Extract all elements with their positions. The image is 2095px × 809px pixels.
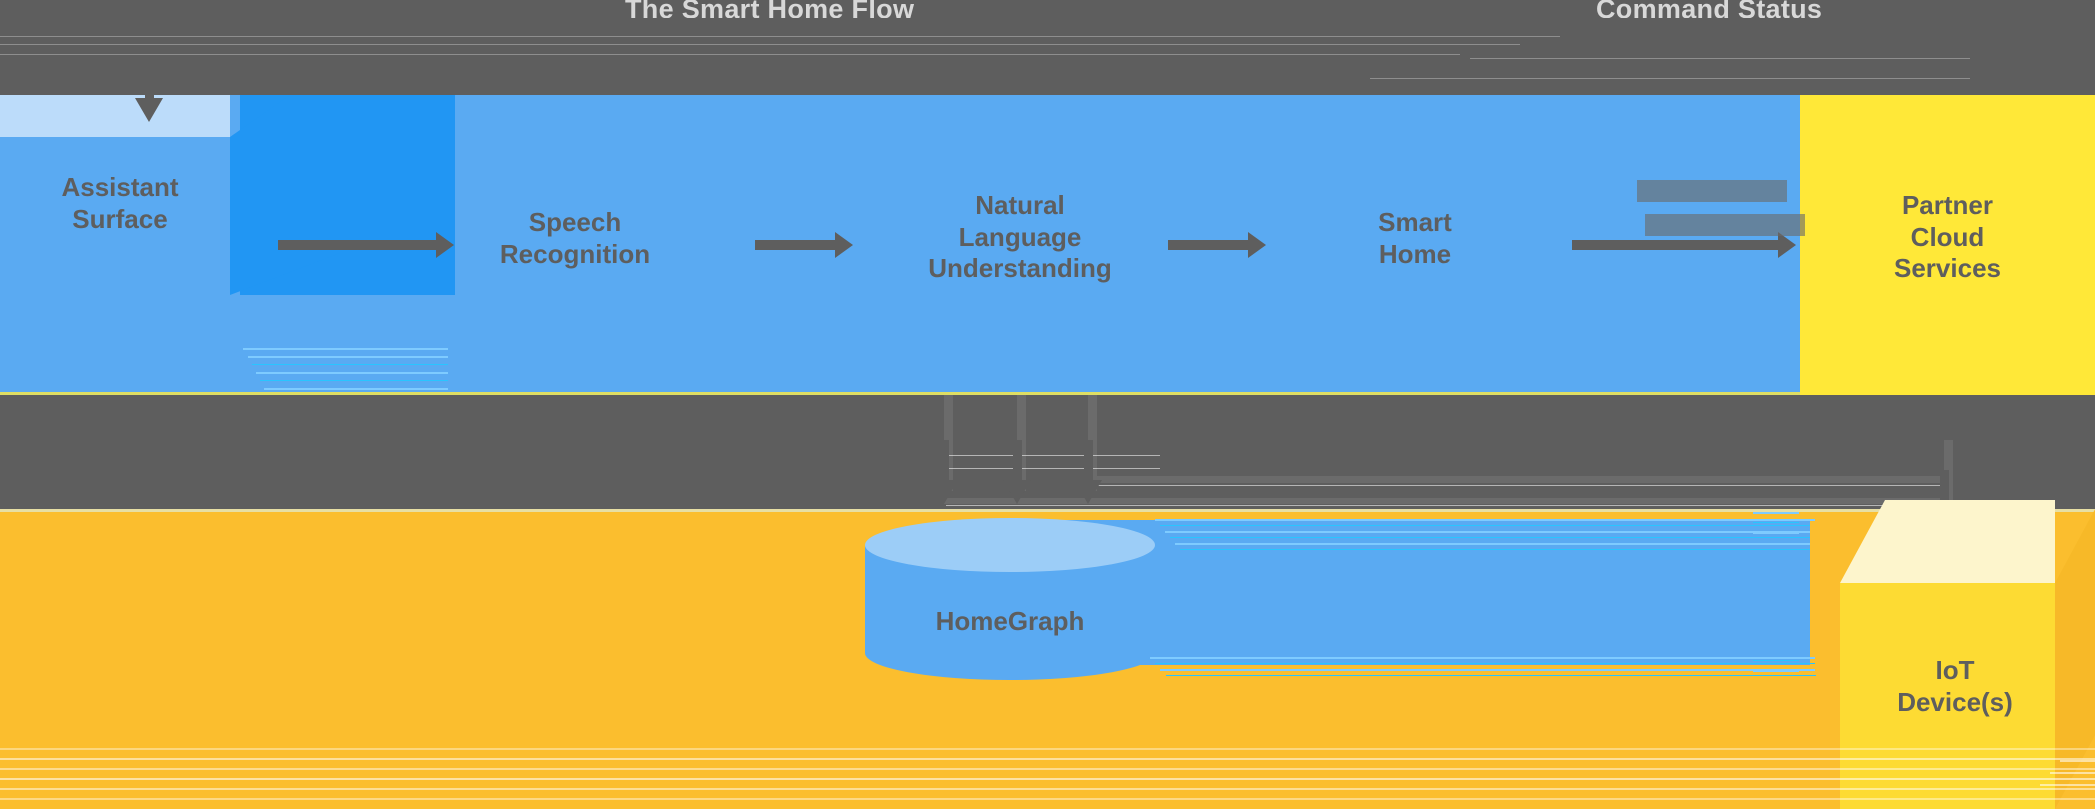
speech-recognition-label: Speech Recognition [499,207,651,269]
scanline-artifact [1160,669,1815,671]
scanline-artifact [1753,532,1799,534]
scanline-artifact [1753,670,1799,672]
top-gray-band [0,0,2095,95]
scanline-artifact [2050,772,2095,774]
scanline-artifact [0,748,2095,750]
cylinder-top [865,518,1155,572]
scanline-artifact [1753,522,1799,523]
cube-top-face [0,95,230,137]
scanline-artifact [1180,549,1810,550]
scanline-artifact [1170,537,1810,538]
hairline-artifact [0,36,1560,37]
diagram-title-left: The Smart Home Flow [625,0,915,18]
connector-highlight [940,455,1160,456]
diagram-title-right: Command Status [1596,0,1823,18]
natural-language-understanding-label: Natural Language Understanding [928,190,1112,284]
arrow-label-block-upper [1637,180,1787,202]
scanline-artifact [1160,525,1810,526]
pipeline-blue-block [455,95,1800,295]
connector-highlight [946,505,1942,506]
scanline-artifact [0,768,2095,770]
band-separator-lower [0,509,2095,512]
hairline-artifact [0,54,1460,55]
iot-device-node[interactable] [1795,500,2095,809]
arrow-speech-to-nlu [755,232,853,258]
arrow-nlu-to-smarthome [1168,232,1266,258]
arrow-into-assistant-surface [135,70,163,122]
cube-front-face [1840,583,2055,809]
smart-home-label: Smart Home [1378,207,1452,269]
scanline-artifact [0,778,2095,780]
hairline-artifact [1370,78,1970,79]
scanline-artifact [1165,531,1810,533]
scanline-artifact [2060,760,2095,762]
partner-cloud-panel[interactable] [1800,95,2095,395]
arrow-assistant-to-speech [278,232,454,258]
connector-horizontal-upper [1088,476,1944,483]
connector-horizontal-lower [944,498,1944,504]
hairline-artifact [1470,58,1970,59]
scanline-artifact [1175,543,1810,545]
iot-devices-label: IoT Device(s) [1897,655,2013,717]
scanline-artifact [0,798,2095,800]
assistant-surface-node[interactable] [0,95,460,295]
partner-cloud-services-label: Partner Cloud Services [1894,190,2001,284]
arrow-into-homegraph-1 [930,440,958,504]
scanline-artifact [264,388,448,390]
scanline-artifact [1753,660,1799,661]
scanline-artifact [1753,512,1799,514]
assistant-surface-label: Assistant Surface [61,172,179,234]
scanline-artifact [252,364,448,365]
middle-gray-band [0,395,2095,512]
scanline-artifact [0,758,2095,760]
scanline-artifact [2040,784,2095,786]
scanline-artifact [1150,657,1815,659]
cube-side-face [230,95,340,295]
scanline-artifact [1155,519,1815,521]
scanline-artifact [256,372,448,374]
scanline-artifact [260,380,448,381]
homegraph-node[interactable]: HomeGraph [865,518,1155,680]
scanline-artifact [1155,663,1815,664]
connector-highlight [940,468,1160,469]
cube-top-face [1840,500,2055,583]
scanline-artifact [0,788,2095,790]
arrow-smarthome-to-partner [1572,232,1796,258]
hairline-artifact [0,44,1520,45]
scanline-artifact [243,348,448,350]
scanline-artifact [248,356,448,358]
arrow-into-homegraph-2 [1003,440,1031,504]
arrow-label-block-lower [1645,214,1805,236]
homegraph-label: HomeGraph [935,606,1085,636]
cube-front-face [0,137,230,295]
band-separator-upper [0,392,2095,395]
connector-highlight [1090,485,1940,486]
arrow-into-homegraph-3 [1074,440,1102,504]
scanline-artifact [1166,675,1816,676]
